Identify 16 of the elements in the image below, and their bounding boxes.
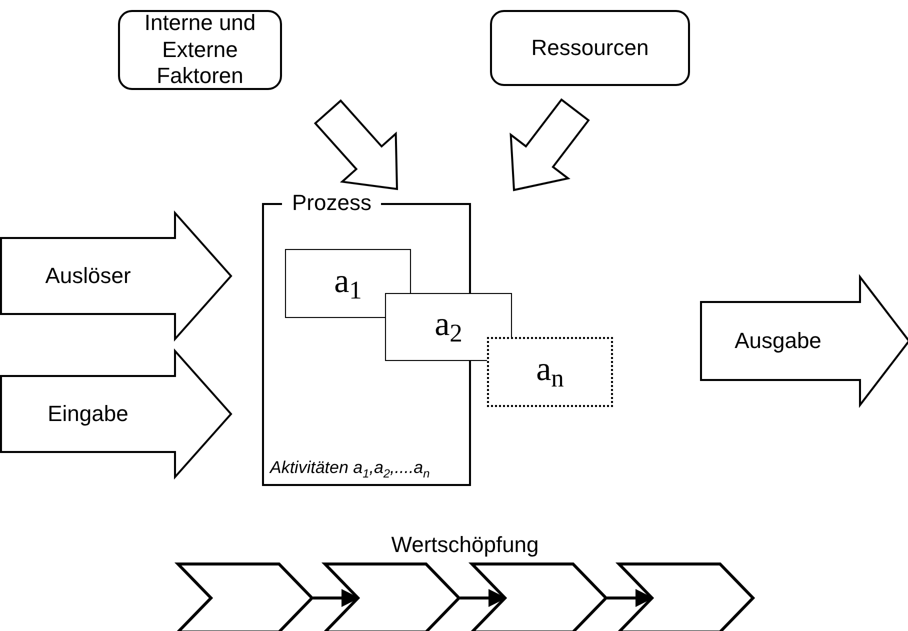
section-label: Wertschöpfung [391,532,539,558]
block-arrow [510,98,590,192]
arrow-label: Auslöser [45,263,131,289]
rounded-box: Interne und Externe Faktoren [118,10,282,90]
arrow-label: Ausgabe [734,328,822,354]
block-arrow [314,99,398,190]
chevron-shape [177,563,313,631]
activity-box: a$_{n}$ [487,337,613,407]
arrow-label: Eingabe [48,401,128,427]
chevron-shape [618,563,754,631]
chevron-shape [324,563,460,631]
activity-box: a$_{2}$ [385,293,512,361]
activity-box: a$_{1}$ [285,249,411,318]
rounded-box: Ressourcen [490,10,690,86]
chevron-shape [471,563,607,631]
activities-note: Aktivitäten a$_{1}$,a$_{2}$,....a$_{n}$ [270,458,430,480]
